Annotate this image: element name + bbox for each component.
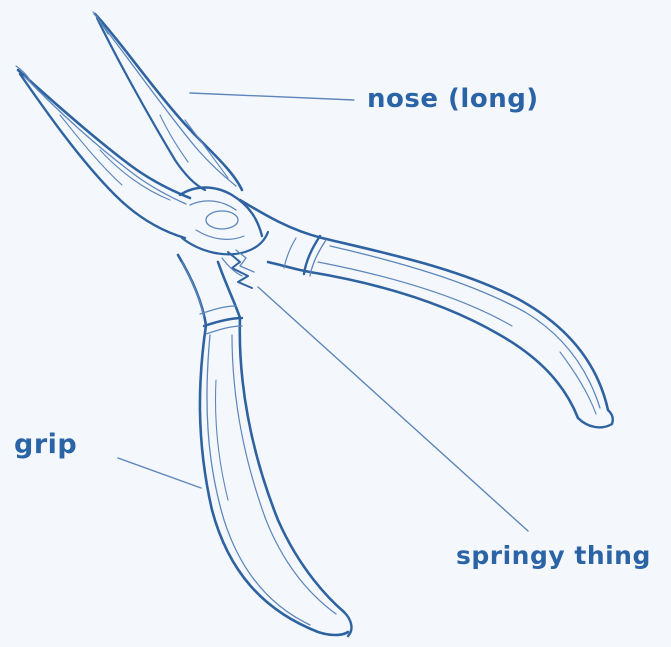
right-handle (240, 200, 613, 427)
left-handle (178, 255, 351, 636)
grip-label: grip (14, 431, 77, 458)
leader-lines (118, 93, 528, 531)
spring-label: springy thing (456, 543, 651, 568)
grip-leader-line (118, 458, 201, 488)
pivot-joint (180, 188, 268, 255)
nose-label: nose (long) (367, 86, 539, 112)
spring-leader-line (258, 287, 528, 531)
nose-jaws (16, 12, 242, 238)
nose-leader-line (190, 93, 354, 100)
